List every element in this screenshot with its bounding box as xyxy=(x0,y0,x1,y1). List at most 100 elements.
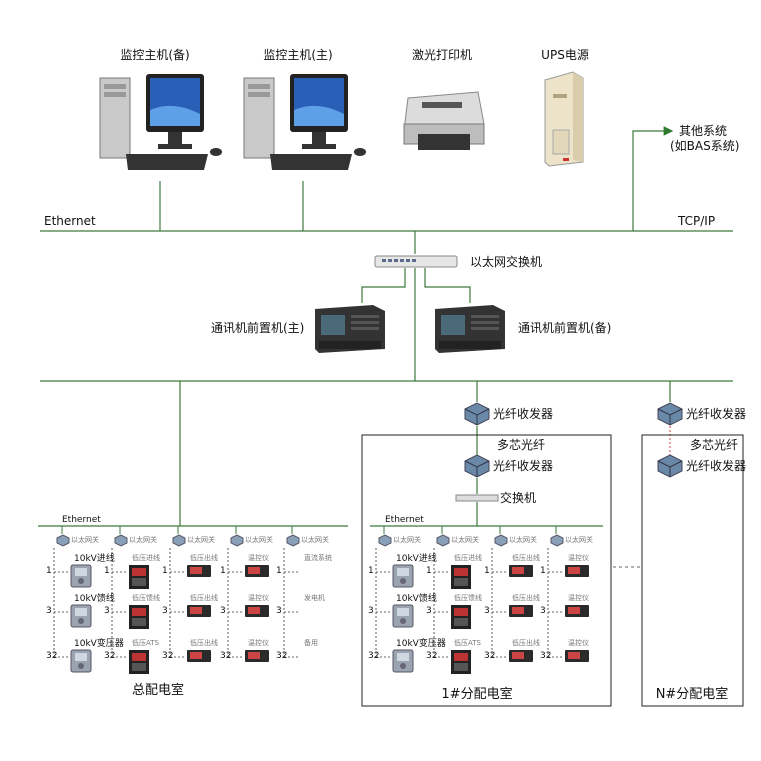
outgoing-meter-icon xyxy=(508,564,534,578)
printer-label: 激光打印机 xyxy=(411,48,473,62)
gateway-label: 以太网关 xyxy=(245,536,273,544)
comm-main-label: 通讯机前置机(主) xyxy=(211,321,305,335)
comm-backup-label: 通讯机前置机(备) xyxy=(518,321,612,335)
switch-label: 以太网交换机 xyxy=(470,255,543,269)
gateway-icon xyxy=(549,533,565,547)
transformer-meter-icon xyxy=(70,649,92,673)
other-system-label-2: (如BAS系统) xyxy=(670,139,740,153)
temperature-controller-icon xyxy=(564,649,590,663)
temperature-controller-icon xyxy=(244,604,270,618)
roomN-box xyxy=(641,434,744,707)
device-label: 低压ATS xyxy=(454,639,481,647)
device-label: 10kV馈线 xyxy=(74,594,115,604)
outgoing-meter-icon xyxy=(186,649,212,663)
device-index: 32 xyxy=(540,651,552,661)
fiber-transceiver-label: 光纤收发器 xyxy=(686,459,747,473)
outgoing-meter-icon xyxy=(186,564,212,578)
device-index: 3 xyxy=(484,606,490,616)
temperature-controller-icon xyxy=(564,564,590,578)
gateway-label: 以太网关 xyxy=(129,536,157,544)
device-index: 3 xyxy=(162,606,168,616)
roomN-title: N#分配电室 xyxy=(655,687,729,702)
transformer-meter-icon xyxy=(392,564,414,588)
device-label: 温控仪 xyxy=(568,639,589,647)
device-label: 发电机 xyxy=(304,594,325,602)
gateway-icon xyxy=(493,533,509,547)
comm-backup-icon xyxy=(435,305,505,353)
device-index: 32 xyxy=(220,651,232,661)
room-switch-icon xyxy=(455,494,499,502)
transformer-meter-icon xyxy=(70,564,92,588)
room-switch-label: 交换机 xyxy=(500,491,537,505)
ups-icon xyxy=(544,71,584,167)
top-bus-left-label: Ethernet xyxy=(44,214,96,228)
device-index: 32 xyxy=(104,651,116,661)
device-index: 1 xyxy=(368,566,374,576)
device-label: 低压出线 xyxy=(190,594,218,602)
device-index: 3 xyxy=(104,606,110,616)
device-index: 3 xyxy=(540,606,546,616)
low-voltage-meter-icon xyxy=(128,564,150,590)
fiber-transceiver-icon xyxy=(657,454,683,478)
main-room-title: 总配电室 xyxy=(131,683,185,698)
device-index: 32 xyxy=(484,651,496,661)
device-label: 10kV变压器 xyxy=(74,639,124,649)
gateway-icon xyxy=(435,533,451,547)
fiber-transceiver-label: 光纤收发器 xyxy=(686,407,747,421)
gateway-label: 以太网关 xyxy=(509,536,537,544)
device-label: 10kV进线 xyxy=(74,554,115,564)
ethernet-switch-icon xyxy=(374,255,458,268)
temperature-controller-icon xyxy=(564,604,590,618)
gateway-label: 以太网关 xyxy=(301,536,329,544)
device-label: 温控仪 xyxy=(568,554,589,562)
device-index: 32 xyxy=(426,651,438,661)
device-label: 温控仪 xyxy=(568,594,589,602)
other-system-link xyxy=(632,126,674,231)
fiber-transceiver-icon xyxy=(464,454,490,478)
temperature-controller-icon xyxy=(244,564,270,578)
device-index: 1 xyxy=(540,566,546,576)
gateway-label: 以太网关 xyxy=(393,536,421,544)
temperature-controller-icon xyxy=(244,649,270,663)
fiber-transceiver-label: 光纤收发器 xyxy=(493,459,554,473)
device-label: 备用 xyxy=(304,639,318,647)
device-index: 32 xyxy=(276,651,288,661)
device-index: 3 xyxy=(46,606,52,616)
gateway-icon xyxy=(171,533,187,547)
low-voltage-meter-icon xyxy=(128,604,150,630)
device-label: 低压出线 xyxy=(190,639,218,647)
transformer-meter-icon xyxy=(70,604,92,628)
device-label: 低压出线 xyxy=(512,639,540,647)
device-index: 3 xyxy=(368,606,374,616)
device-label: 低压进线 xyxy=(454,554,482,562)
device-index: 32 xyxy=(368,651,380,661)
outgoing-meter-icon xyxy=(508,604,534,618)
ups-label: UPS电源 xyxy=(541,48,589,62)
device-label: 低压进线 xyxy=(132,554,160,562)
device-index: 1 xyxy=(276,566,282,576)
device-index: 1 xyxy=(484,566,490,576)
outgoing-meter-icon xyxy=(186,604,212,618)
device-label: 温控仪 xyxy=(248,594,269,602)
gateway-label: 以太网关 xyxy=(71,536,99,544)
device-label: 低压出线 xyxy=(512,594,540,602)
device-label: 10kV进线 xyxy=(396,554,437,564)
device-label: 低压馈线 xyxy=(132,594,160,602)
device-index: 32 xyxy=(46,651,58,661)
other-system-label-1: 其他系统 xyxy=(679,124,728,138)
device-index: 1 xyxy=(46,566,52,576)
outgoing-meter-icon xyxy=(508,649,534,663)
device-index: 1 xyxy=(220,566,226,576)
low-voltage-meter-icon xyxy=(450,564,472,590)
main-room-bus-label: Ethernet xyxy=(62,515,101,525)
device-label: 低压出线 xyxy=(190,554,218,562)
device-index: 1 xyxy=(426,566,432,576)
top-bus-right-label: TCP/IP xyxy=(678,214,716,228)
low-voltage-meter-icon xyxy=(450,649,472,675)
comm-main-icon xyxy=(315,305,385,353)
gateway-icon xyxy=(113,533,129,547)
gateway-icon xyxy=(229,533,245,547)
monitor-main-label: 监控主机(主) xyxy=(263,48,333,62)
printer-icon xyxy=(403,91,485,150)
